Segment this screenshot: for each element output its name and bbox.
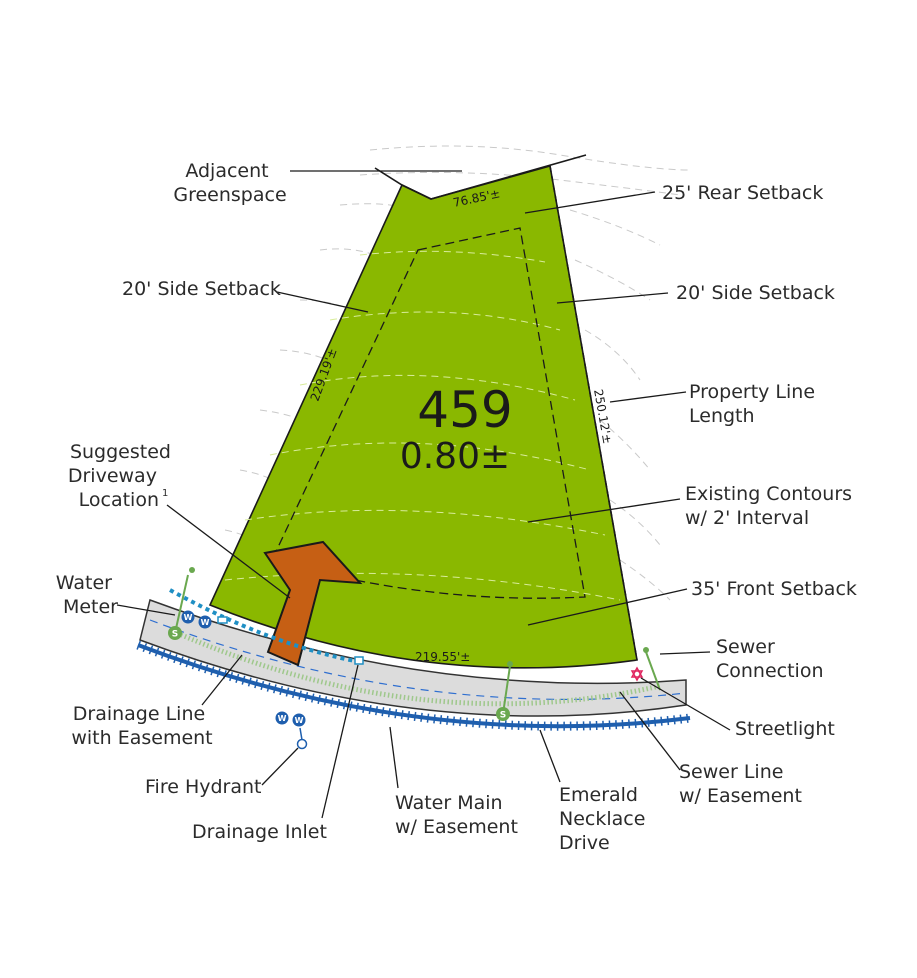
drainage-line [169,588,361,664]
sewer-manhole-icon-center: S [496,707,510,721]
water-meter-icon-1: W [181,610,195,624]
drainage-inlet-symbol [354,656,364,665]
water-main-line [137,643,691,729]
svg-text:S: S [500,711,506,721]
label-street-name: Emerald Necklace Drive [559,784,651,854]
label-sewer-line: Sewer Line w/ Easement [679,761,802,807]
drainage-structure-symbol [217,616,228,624]
streetlight-icon [630,666,644,682]
suggested-driveway-arrow [263,540,363,667]
right-property-line [549,165,638,661]
driveway-footnote-marker: 1 [162,488,168,499]
sewer-manhole-icon-left: S [168,626,182,640]
label-drainage-inlet: Drainage Inlet [192,821,327,843]
lot-number: 459 [417,381,512,439]
label-sewer-connection: Sewer Connection [716,636,824,682]
svg-text:S: S [172,630,178,640]
label-property-line-length: Property Line Length [689,381,821,427]
label-water-meter: Water Meter [56,572,118,618]
water-valve-icon-1: W [275,711,289,725]
svg-text:W: W [295,716,304,725]
label-front-setback: 35' Front Setback [691,578,857,600]
label-right-side-setback: 20' Side Setback [676,282,835,304]
label-rear-setback: 25' Rear Setback [662,182,823,204]
label-drainage-line: Drainage Line with Easement [71,703,212,749]
callout-leaders [116,170,731,819]
label-adjacent-greenspace: Adjacent Greenspace [173,160,286,206]
svg-text:W: W [184,613,193,622]
label-left-side-setback: 20' Side Setback [122,278,281,300]
svg-text:W: W [278,714,287,723]
water-meter-icon-2: W [198,615,212,629]
water-valve-icon-2: W [292,713,306,727]
lot-area: 0.80± [400,436,510,477]
sewer-connections [174,567,661,715]
front-dimension: 219.55'± [415,650,470,664]
label-water-main: Water Main w/ Easement [395,792,518,838]
label-fire-hydrant: Fire Hydrant [145,776,262,798]
fire-hydrant-icon [296,727,308,750]
label-suggested-driveway: Suggested Driveway Location [68,441,177,511]
label-existing-contours: Existing Contours w/ 2' Interval [685,483,858,529]
label-streetlight: Streetlight [735,718,835,740]
lot-contours [224,250,621,601]
svg-text:W: W [201,618,210,627]
greenspace-boundary [374,154,587,200]
